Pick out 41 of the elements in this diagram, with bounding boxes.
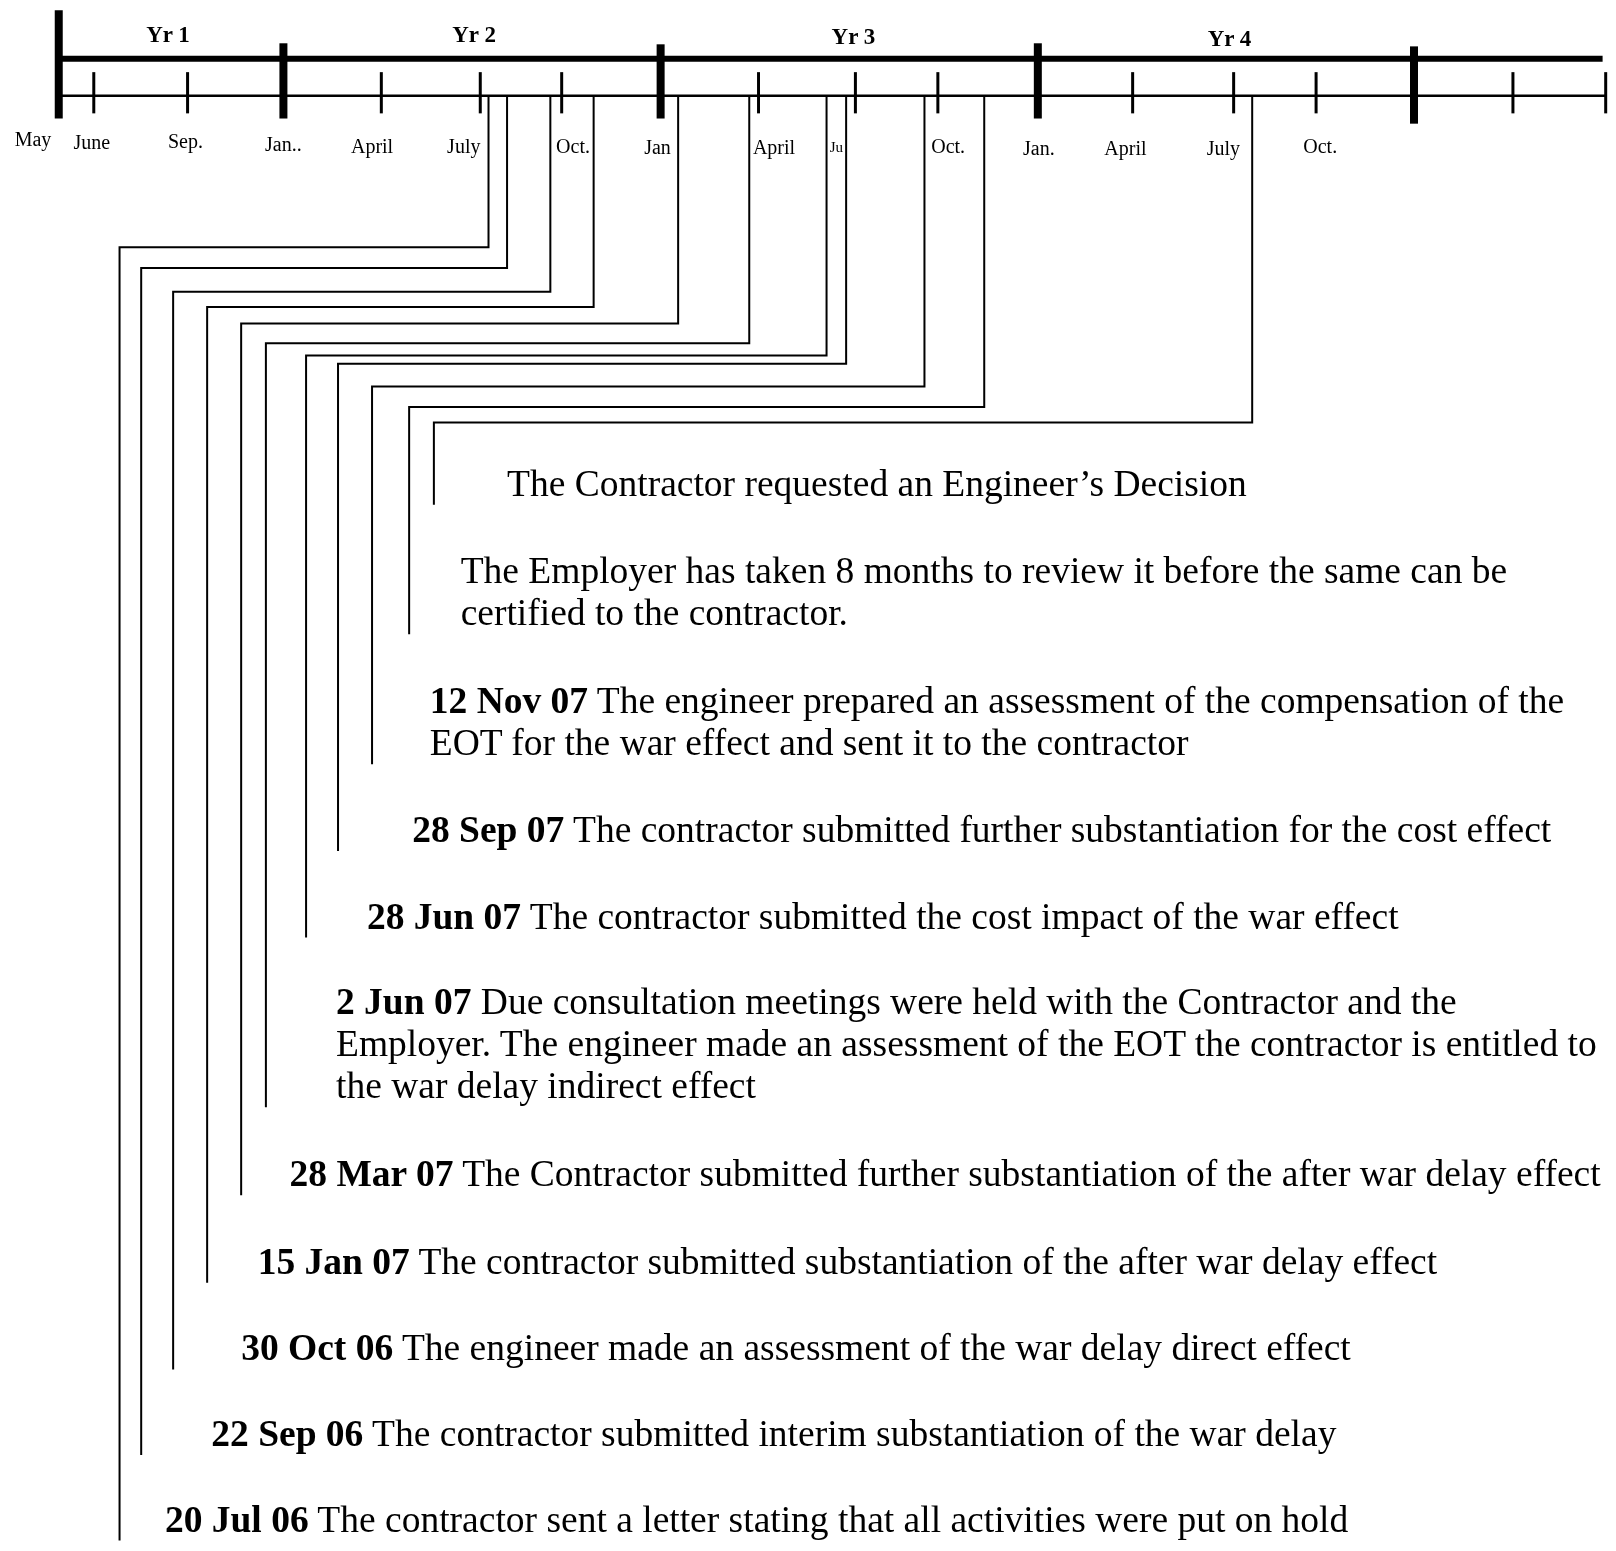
event-text: 12 Nov 07 The engineer prepared an assessment of the compensation of the EOT for the war effect and sent it to the contractor — [429, 680, 1566, 765]
month-label: May — [14, 129, 52, 150]
event-text: 28 Jun 07 The contractor submitted the cost impact of the war effect — [366, 895, 1400, 938]
year-label: Yr 3 — [831, 24, 876, 48]
year-label: Yr 2 — [452, 22, 496, 46]
leader-line — [172, 95, 552, 1371]
leader-line — [240, 95, 680, 1197]
leader-line — [408, 95, 986, 636]
event-text: 28 Mar 07 The Contractor submitted further substantiation of the after war delay effect — [289, 1153, 1602, 1196]
leader-line — [140, 95, 509, 1456]
month-label: July — [447, 136, 481, 157]
event-text: 28 Sep 07 The contractor submitted further substantiation for the cost effect — [412, 809, 1553, 851]
year-label: Yr 1 — [146, 22, 190, 46]
leader-line — [337, 95, 848, 852]
month-label: June — [73, 132, 111, 153]
month-label: July — [1206, 138, 1240, 159]
month-label: Oct. — [931, 136, 966, 157]
month-label: Oct. — [556, 136, 590, 157]
leader-line — [371, 95, 926, 766]
event-text: 2 Jun 07 Due consultation meetings were held with the Contractor and the Employer. The engineer made an assessment of the EOT the contractor is entitled to the war delay indirect effect — [335, 981, 1598, 1108]
event-text: 15 Jan 07 The contractor submitted substantiation of the after war delay effect — [257, 1240, 1439, 1283]
month-label: Oct. — [1303, 136, 1338, 157]
leader-line — [118, 95, 490, 1542]
event-text: 30 Oct 06 The engineer made an assessment of the war delay direct effect — [241, 1327, 1352, 1370]
month-label: Sep. — [168, 131, 203, 152]
leader-line — [432, 95, 1254, 506]
event-text: 22 Sep 06 The contractor submitted interim substantiation of the war delay — [211, 1412, 1338, 1455]
month-label: April — [752, 137, 796, 158]
month-label: April — [350, 136, 394, 157]
event-text: 20 Jul 06 The contractor sent a letter stating that all activities were put on hold — [164, 1498, 1350, 1541]
leader-line — [264, 95, 751, 1109]
event-text: The Employer has taken 8 months to review it before the same can be certified to the contractor. — [460, 550, 1509, 635]
year-label: Yr 4 — [1207, 26, 1252, 50]
month-label: April — [1104, 138, 1147, 159]
month-label: Ju — [829, 139, 843, 155]
event-text: The Contractor requested an Engineer’s Decision — [507, 462, 1248, 505]
month-label: Jan — [644, 137, 671, 158]
leader-line — [206, 95, 595, 1284]
month-label: Jan.. — [265, 134, 302, 155]
leader-line — [305, 95, 828, 939]
month-label: Jan. — [1023, 138, 1055, 159]
